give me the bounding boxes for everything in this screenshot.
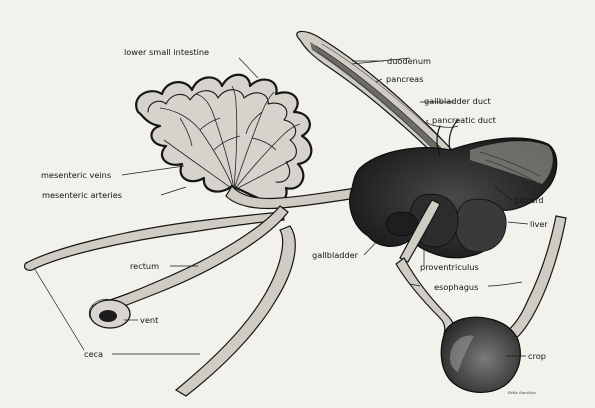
- label-gallbladder: gallbladder: [312, 250, 359, 260]
- label-mesenteric-veins: mesenteric veins: [41, 170, 111, 180]
- label-gizzard: gizzard: [514, 195, 544, 205]
- label-vent: vent: [140, 315, 159, 325]
- artist-credit: Felix Sanchez: [507, 390, 537, 395]
- label-pancreatic-duct: pancreatic duct: [432, 115, 497, 125]
- label-esophagus: esophagus: [434, 282, 478, 292]
- label-liver: liver: [530, 219, 548, 229]
- label-proventriculus: proventriculus: [420, 262, 479, 272]
- label-crop: crop: [528, 351, 546, 361]
- ceca-and-rectum: [25, 206, 296, 396]
- label-mesenteric-arteries: mesenteric arteries: [42, 190, 122, 200]
- label-gallbladder-duct: gallbladder duct: [424, 96, 492, 106]
- small-intestine-mesentery: [136, 75, 311, 205]
- label-pancreas: pancreas: [386, 74, 423, 84]
- label-lower-small-intestine: lower small intestine: [124, 47, 209, 57]
- organ-mass: [350, 120, 557, 262]
- label-ceca: ceca: [84, 349, 103, 359]
- label-rectum: rectum: [130, 261, 159, 271]
- label-duodenum: duodenum: [387, 56, 431, 66]
